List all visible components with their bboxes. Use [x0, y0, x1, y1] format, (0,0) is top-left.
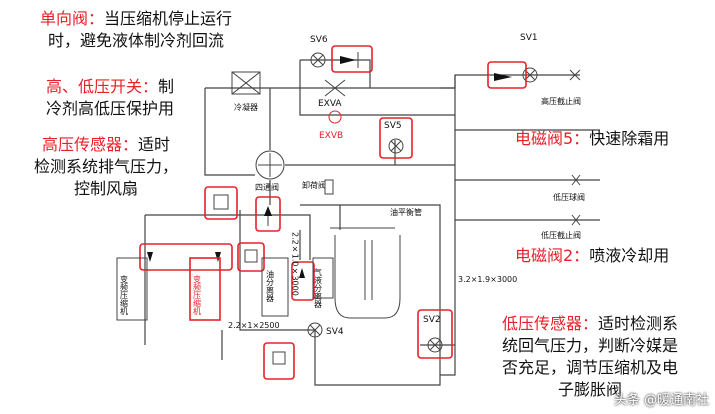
svg-text:SV1: SV1 [520, 33, 538, 43]
svg-text:气液分离器: 气液分离器 [314, 267, 323, 309]
capillary-label-1: 2.2×1×2500 [228, 321, 280, 330]
hp-stop-valve: 高压截止阀 [541, 69, 581, 106]
expansion-valve-a: EXVA [318, 79, 346, 109]
oil-separator: 油分离器 [261, 257, 289, 317]
svg-text:EXVB: EXVB [319, 131, 343, 141]
annotation-solenoid-2: 电磁阀2：喷液冷却用 [515, 246, 670, 265]
four-way-valve: 四通阀 [255, 150, 285, 192]
expansion-valve-b: EXVB [319, 110, 343, 141]
annotation-low-sensor: 低压传感器：适时检测系 统回气压力，判断冷媒是 否充足，调节压缩机及电 子膨胀阀 [501, 314, 679, 399]
accumulator [334, 235, 401, 319]
sv2-valve: SV2 [417, 309, 453, 359]
svg-text:油分离器: 油分离器 [266, 269, 275, 303]
svg-text:冷凝器: 冷凝器 [234, 102, 258, 112]
gas-liquid-separator: 气液分离器 [312, 257, 334, 309]
svg-text:SV2: SV2 [423, 315, 441, 325]
svg-text:EXVA: EXVA [318, 99, 342, 109]
pressure-switch-low [291, 261, 315, 301]
svg-text:高压截止阀: 高压截止阀 [541, 96, 581, 106]
check-valve-right [487, 61, 527, 89]
pipe-network [144, 59, 600, 386]
annotation-check-valve: 单向阀：当压缩机停止运行 时，避免液体制冷剂回流 [39, 9, 233, 50]
svg-text:四通阀: 四通阀 [255, 182, 279, 192]
lp-ball-valve: 低压球阀 [553, 174, 585, 202]
high-pressure-sensor [204, 186, 238, 220]
svg-text:SV5: SV5 [384, 121, 402, 131]
svg-text:变频压缩机: 变频压缩机 [120, 274, 129, 316]
annotation-solenoid-5: 电磁阀5：快速除霜用 [515, 129, 670, 148]
annotation-high-sensor: 高压传感器：适时 检测系统排气压力， 控制风扇 [33, 135, 178, 198]
capillary-label-2: 2.2×1.0×3000 [291, 232, 300, 296]
low-pressure-sensor [263, 342, 295, 380]
svg-text:变频压缩机: 变频压缩机 [193, 274, 202, 316]
unload-valve: 卸荷阀 [302, 179, 334, 195]
annotation-pressure-switch: 高、低压开关：制 冷剂高低压保护用 [45, 77, 175, 118]
compressor-2: 变频压缩机 [189, 257, 221, 321]
sensor-small [237, 242, 265, 272]
sv4-valve: SV4 [307, 322, 344, 338]
svg-text:SV4: SV4 [326, 327, 344, 337]
pressure-switch-top [255, 196, 281, 232]
svg-text:低压球阀: 低压球阀 [553, 192, 585, 202]
condenser: 冷凝器 [231, 71, 261, 112]
svg-text:卸荷阀: 卸荷阀 [302, 180, 326, 190]
check-valve-top [331, 45, 373, 73]
svg-text:低压截止阀: 低压截止阀 [541, 230, 581, 240]
svg-text:SV6: SV6 [310, 35, 328, 45]
sv5-valve: SV5 [379, 117, 413, 159]
lp-stop-valve: 低压截止阀 [541, 214, 581, 240]
sv6-valve: SV6 [310, 35, 328, 68]
watermark: 头条 @暖通南社 [613, 393, 709, 408]
oil-balance-label: 油平衡管 [390, 207, 422, 217]
pressure-switch-compressors [139, 243, 233, 271]
compressor-1: 变频压缩机 [116, 257, 148, 321]
capillary-label-3: 3.2×1.9×3000 [458, 275, 517, 284]
